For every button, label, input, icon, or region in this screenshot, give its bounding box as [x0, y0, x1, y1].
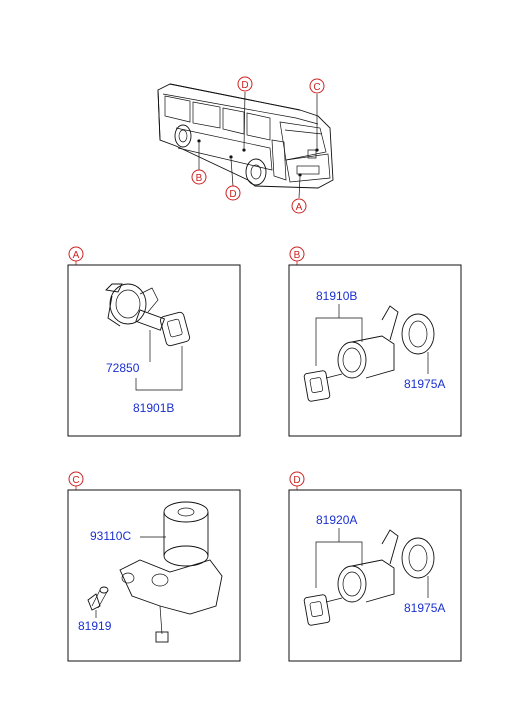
- callout-bus-b-label: B: [196, 173, 203, 184]
- part-number-81910b: 81910B: [316, 289, 357, 303]
- part-number-81975a-b: 81975A: [404, 377, 445, 391]
- part-number-81920a: 81920A: [316, 513, 357, 527]
- panel-d: D 81920A 81975A: [288, 471, 462, 662]
- callout-bus-d2-label: D: [229, 189, 236, 200]
- panel-a: A 72850 81901B: [67, 246, 241, 437]
- seal-ring-b: [401, 313, 435, 355]
- callout-bus-c: C: [309, 78, 325, 94]
- door-lock-b: [303, 305, 399, 402]
- panel-c-callout: C: [72, 475, 79, 486]
- bolt-81919: [87, 586, 109, 611]
- callout-bus-a: A: [291, 198, 307, 214]
- part-number-81975a-d: 81975A: [404, 601, 445, 615]
- callout-bus-c-label: C: [313, 82, 320, 93]
- part-number-81901b: 81901B: [133, 401, 174, 415]
- callout-bus-a-label: A: [296, 202, 303, 213]
- callout-bus-d1: D: [237, 76, 253, 92]
- panel-b-callout: B: [294, 250, 301, 261]
- ignition-switch-c: [119, 501, 223, 643]
- bus-illustration: [157, 83, 334, 199]
- part-number-72850: 72850: [106, 361, 140, 375]
- panel-d-callout: D: [293, 475, 300, 486]
- panel-c: C 93110C 81919: [67, 471, 241, 662]
- seal-ring-d: [401, 537, 435, 579]
- panel-b: B 81910B 81975A: [288, 246, 462, 437]
- door-lock-cylinder-a: [105, 283, 191, 347]
- callout-bus-d2: D: [225, 185, 241, 201]
- callout-bus-d1-label: D: [241, 80, 248, 91]
- part-number-81919: 81919: [78, 619, 112, 633]
- panel-a-callout: A: [73, 250, 80, 261]
- door-lock-d: [303, 529, 399, 626]
- callout-bus-b: B: [191, 169, 207, 185]
- part-number-93110c: 93110C: [90, 529, 131, 543]
